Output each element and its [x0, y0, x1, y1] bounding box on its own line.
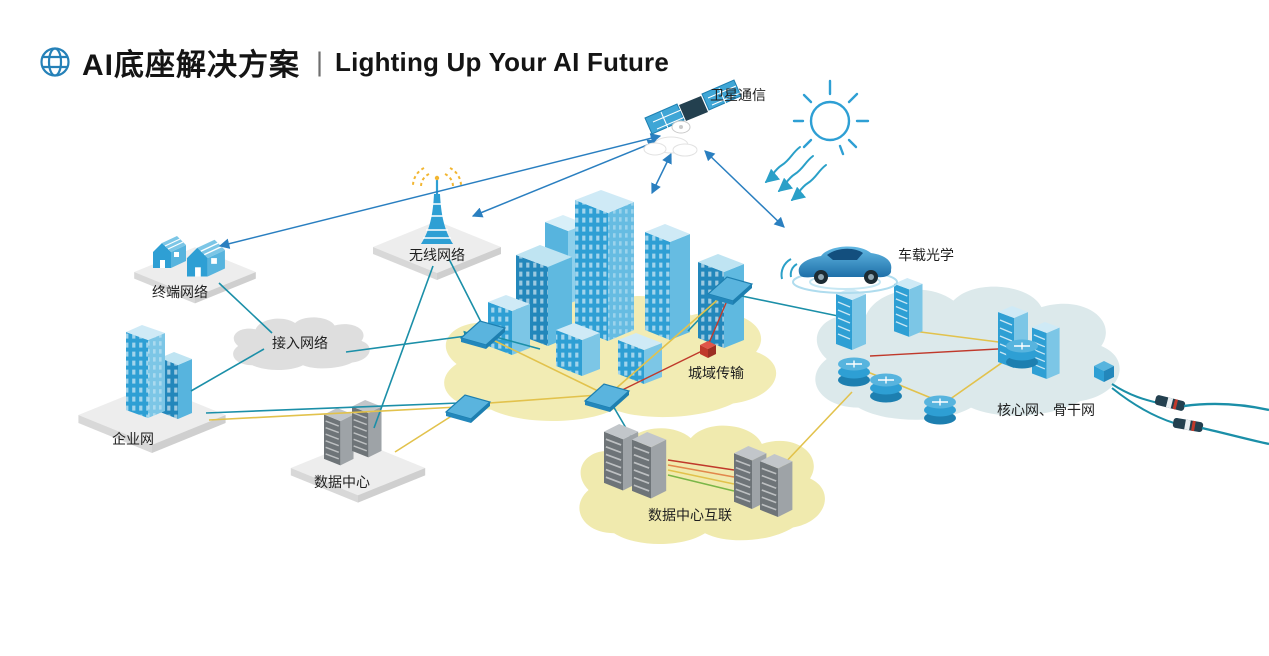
core-server-icon [835, 287, 867, 351]
terminal-label: 终端网络 [152, 284, 208, 300]
fiber-cables [1094, 361, 1269, 446]
datacenter-label: 数据中心 [314, 474, 370, 490]
red-links [613, 295, 1017, 395]
enterprise-buildings-icon [78, 325, 226, 453]
core-router-icon [869, 372, 903, 404]
title-separator: | [316, 46, 324, 77]
satellite-icon [643, 79, 742, 157]
metro-label: 城域传输 [688, 365, 744, 381]
dci-wavelength-links [667, 459, 735, 492]
dci-label: 数据中心互联 [648, 507, 732, 523]
fiber-device-icon [1094, 361, 1114, 382]
wireless-label: 无线网络 [409, 247, 465, 263]
car-icon [780, 246, 898, 294]
dci-server-icon [759, 453, 794, 518]
core-server-icon [1031, 321, 1061, 380]
fiber-connector-icon [1154, 395, 1186, 411]
page-title-cn: AI底座解决方案 [82, 49, 300, 82]
enterprise-label: 企业网 [112, 431, 154, 447]
core-router-icon [837, 356, 871, 388]
access-label: 接入网络 [272, 335, 328, 351]
globe-icon [40, 47, 70, 77]
core-router-icon [923, 394, 957, 426]
core-server-icon [893, 277, 924, 338]
sun-ray-arrows [764, 146, 827, 202]
sun-icon [792, 79, 870, 156]
vehicle-label: 车载光学 [898, 247, 954, 263]
fiber-connector-icon [1172, 417, 1204, 433]
core-label: 核心网、骨干网 [997, 402, 1095, 418]
core-router-icon [1005, 338, 1039, 370]
metro-core-links [208, 295, 1021, 467]
satellite-label: 卫星通信 [710, 87, 766, 103]
page-header: AI底座解决方案 | Lighting Up Your AI Future [38, 40, 669, 84]
dci-server-icon [631, 431, 668, 500]
page-title-en: Lighting Up Your AI Future [335, 46, 670, 77]
satellite-links [218, 133, 785, 249]
